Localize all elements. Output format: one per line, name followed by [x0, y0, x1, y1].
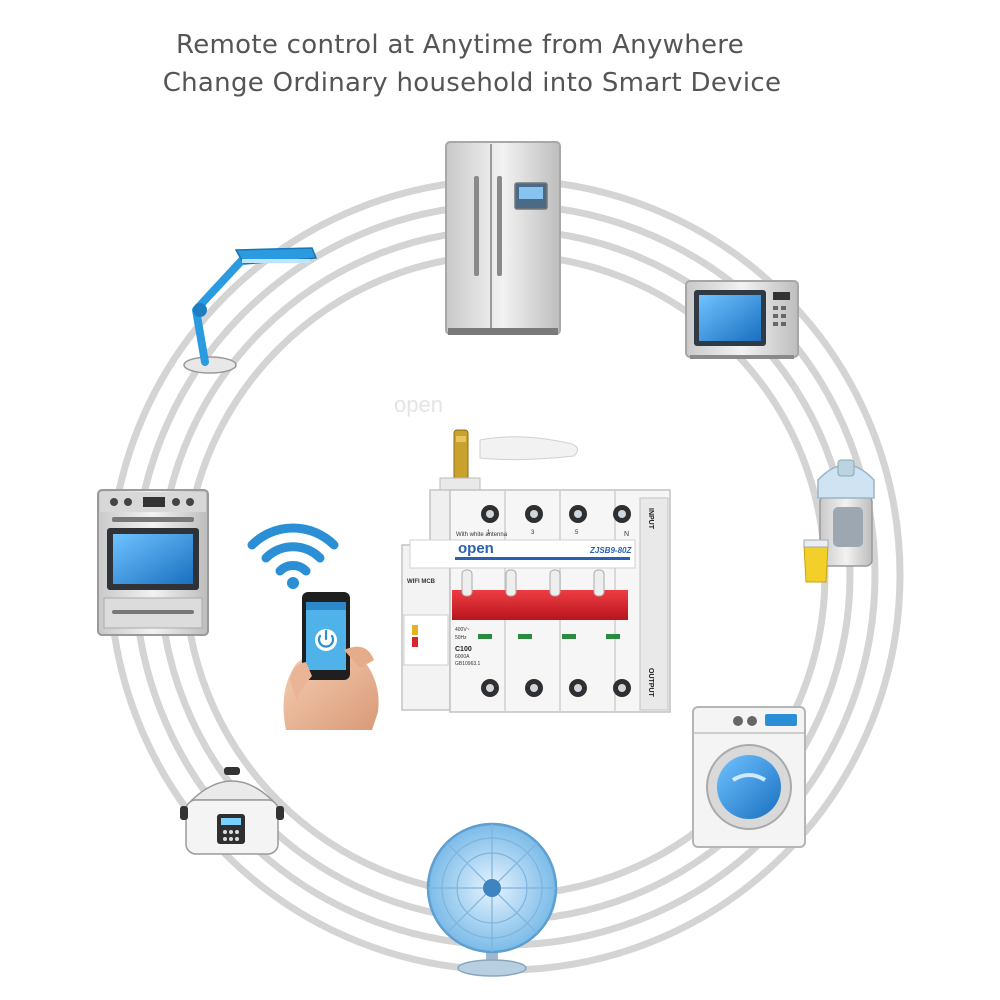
rating-label: C100: [455, 646, 472, 653]
refrigerator-icon: [445, 141, 561, 335]
n-label: N: [624, 531, 629, 538]
juicer-icon: [803, 459, 875, 583]
output-label: OUTPUT: [647, 668, 654, 698]
frequency-label: 50Hz: [455, 635, 467, 641]
antenna-note: With white antenna: [456, 532, 508, 538]
headline-line-1: Remote control at Anytime from Anywhere: [176, 30, 744, 60]
oven-icon: [97, 489, 209, 636]
washing-machine-icon: [692, 706, 806, 848]
watermark: open: [394, 392, 443, 417]
breaking-capacity-label: 6000A: [455, 654, 470, 660]
microwave-icon: [685, 280, 799, 359]
wifi-signal-icon: [247, 523, 339, 576]
desk-lamp-icon: [183, 247, 318, 374]
terminal-3-label: 3: [531, 530, 535, 536]
power-icon: [315, 629, 337, 651]
wifi-mcb-breaker: With white antenna open ZJSB9-80Z WIFI M…: [401, 429, 671, 713]
voltage-label: 400V~: [455, 627, 470, 633]
wifi-mcb-label: WIFI MCB: [407, 579, 436, 585]
headline-line-2: Change Ordinary household into Smart Dev…: [162, 68, 782, 98]
standard-label: GB10963.1: [455, 661, 481, 667]
input-label: INPUT: [647, 508, 654, 530]
fan-icon: [426, 822, 558, 977]
wifi-dot: [287, 577, 299, 589]
rice-cooker-icon: [180, 767, 284, 855]
brand-logo: open: [458, 540, 494, 557]
terminal-1-label: 1: [487, 530, 491, 536]
terminal-5-label: 5: [575, 530, 579, 536]
model-label: ZJSB9-80Z: [589, 546, 632, 555]
smartphone-hand-icon: [283, 592, 379, 730]
